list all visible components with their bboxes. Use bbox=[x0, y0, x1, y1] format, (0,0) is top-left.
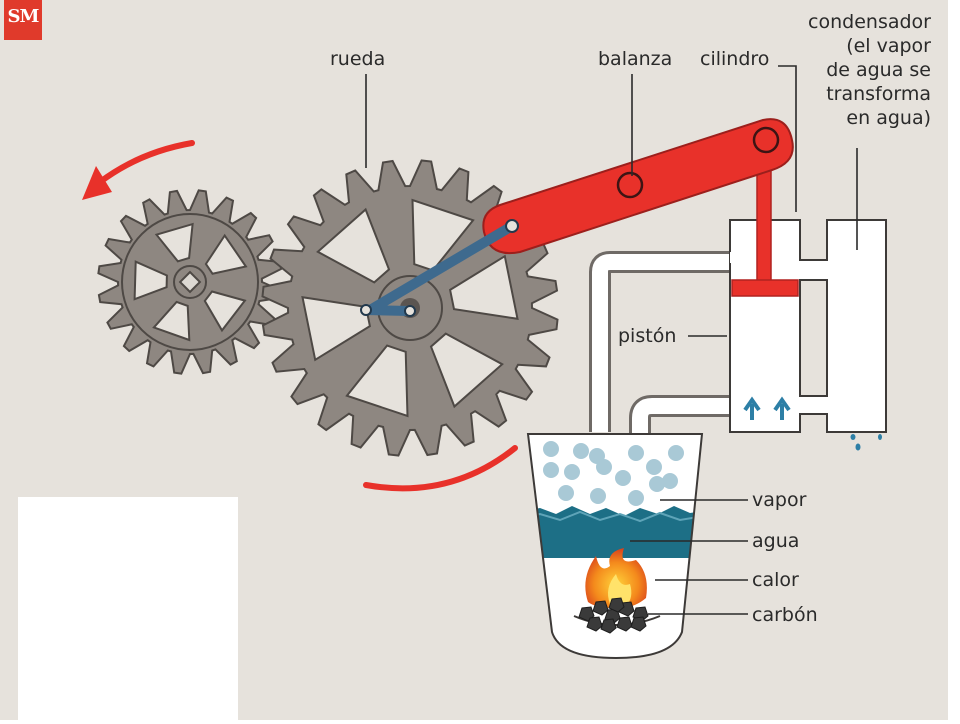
steam-arrows bbox=[743, 396, 791, 420]
publisher-logo bbox=[4, 0, 42, 40]
coal-lump bbox=[592, 600, 609, 616]
label-agua: agua bbox=[752, 530, 799, 552]
steam-bubble bbox=[564, 464, 580, 480]
crank-arm bbox=[361, 305, 415, 316]
coal-lump bbox=[600, 618, 617, 634]
label-calor: calor bbox=[752, 569, 799, 591]
steam-bubble bbox=[543, 462, 559, 478]
rotation-arrow-bottom bbox=[363, 445, 518, 492]
steam-bubbles bbox=[543, 441, 684, 506]
steam-bubble bbox=[596, 459, 612, 475]
gear-window bbox=[429, 332, 504, 409]
coal-lump bbox=[630, 616, 647, 632]
gear-window bbox=[411, 198, 475, 272]
piston-head bbox=[731, 279, 799, 297]
small-gear-axle bbox=[178, 270, 202, 294]
small-gear-windows bbox=[133, 222, 248, 342]
boiler-grate bbox=[573, 615, 661, 626]
piston-rod bbox=[756, 159, 772, 283]
gear-window bbox=[152, 300, 191, 342]
small-gear bbox=[97, 189, 283, 375]
large-gear-windows bbox=[301, 198, 519, 418]
steam-bubble bbox=[558, 485, 574, 501]
label-condensador-line5: en agua) bbox=[846, 107, 931, 129]
steam-pipes bbox=[589, 251, 760, 434]
connecting-rod bbox=[365, 221, 517, 315]
publisher-logo-text: SM bbox=[7, 6, 40, 27]
steam-bubble bbox=[649, 476, 665, 492]
steam-bubble bbox=[628, 490, 644, 506]
steam-arrow-1 bbox=[743, 396, 761, 420]
pipe-inner bbox=[632, 398, 760, 434]
gear-window bbox=[133, 260, 168, 301]
coal-lump bbox=[608, 597, 625, 613]
label-condensador-line2: (el vapor bbox=[846, 35, 931, 57]
label-condensador-line3: de agua se bbox=[826, 59, 931, 81]
condenser-drips bbox=[850, 434, 882, 451]
boiler bbox=[526, 433, 704, 660]
coal-lump bbox=[586, 616, 603, 632]
blank-panel bbox=[18, 497, 238, 720]
steam-bubble bbox=[573, 443, 589, 459]
label-condensador-line4: transforma bbox=[826, 83, 931, 105]
rotation-arrow-top bbox=[97, 140, 195, 185]
steam-bubble bbox=[615, 470, 631, 486]
steam-arrow-2 bbox=[773, 396, 791, 420]
gear-window bbox=[154, 222, 194, 263]
gear-window bbox=[203, 290, 247, 333]
boiler-outline bbox=[526, 433, 704, 660]
beam-end-joint bbox=[752, 126, 780, 154]
label-vapor: vapor bbox=[752, 489, 807, 511]
steam-bubble bbox=[646, 459, 662, 475]
steam-bubble bbox=[543, 441, 559, 457]
label-rueda: rueda bbox=[330, 48, 385, 70]
connecting-rods bbox=[360, 219, 519, 317]
label-condensador-line1: condensador bbox=[808, 11, 931, 33]
label-cilindro: cilindro bbox=[700, 48, 769, 70]
steam-bubble bbox=[668, 445, 684, 461]
label-balanza: balanza bbox=[598, 48, 672, 70]
cylinder-divider bbox=[799, 279, 828, 397]
steam-bubble bbox=[590, 488, 606, 504]
label-carbon: carbón bbox=[752, 604, 818, 626]
label-piston: pistón bbox=[618, 325, 676, 347]
gear-window bbox=[345, 344, 409, 418]
gear-window bbox=[448, 254, 519, 321]
gear-window bbox=[204, 233, 248, 275]
steam-bubble bbox=[628, 445, 644, 461]
steam-bubble bbox=[662, 473, 678, 489]
coal-lump bbox=[616, 616, 633, 632]
boiler-water bbox=[528, 506, 702, 558]
coal-pile bbox=[578, 597, 649, 634]
balance-beam bbox=[482, 118, 794, 254]
leader-lines bbox=[365, 65, 858, 615]
rotation-arrow-head bbox=[82, 166, 112, 200]
beam-pivot bbox=[616, 171, 644, 199]
gear-window bbox=[316, 207, 391, 284]
piston bbox=[731, 159, 799, 297]
pipe-outer bbox=[592, 254, 732, 432]
labels: rueda balanza cilindro condensador (el v… bbox=[330, 11, 931, 626]
